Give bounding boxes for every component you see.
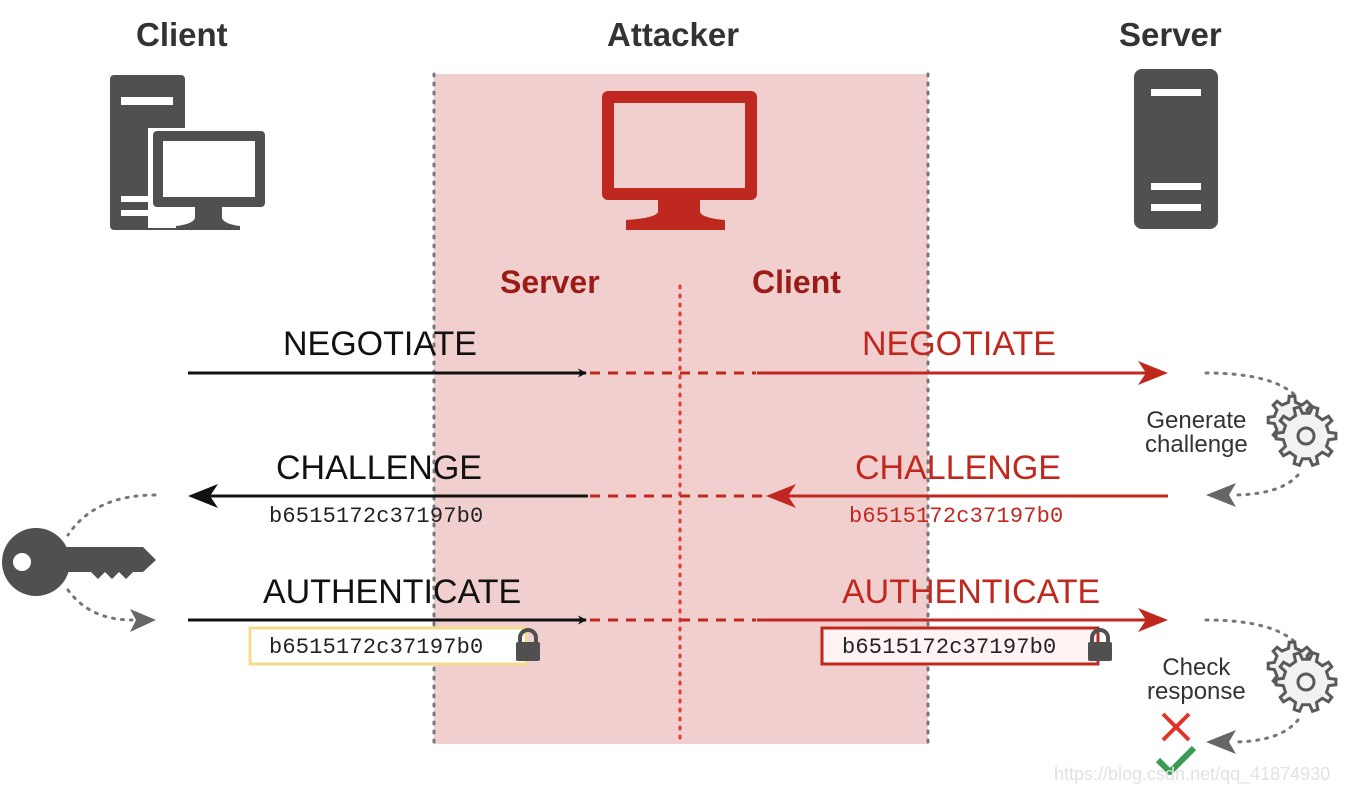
challenge-hash-attacker: b6515172c37197b0	[849, 504, 1064, 529]
authenticate-hash-attacker: b6515172c37197b0	[842, 635, 1057, 660]
key-icon	[2, 528, 156, 596]
check-dotted-curve-bottom	[1230, 718, 1300, 744]
gear-hub	[1296, 426, 1316, 446]
server-title: Server	[1119, 16, 1222, 53]
challenge-arrowhead-client	[188, 484, 218, 508]
check-dotted-curve-top	[1204, 618, 1300, 647]
authenticate-arrowhead	[1138, 608, 1168, 632]
watermark: https://blog.csdn.net/qq_41874930	[1054, 764, 1331, 784]
lock-icon	[1088, 628, 1112, 661]
key-dotted-curve-bottom	[66, 588, 134, 622]
attacker-title: Attacker	[607, 16, 740, 53]
key-dotted-curve-top	[66, 493, 157, 537]
server-tower-icon	[1134, 69, 1218, 229]
negotiate-label-client: NEGOTIATE	[283, 325, 477, 363]
check-line-2: response	[1147, 678, 1246, 705]
generate-dotted-curve-bottom	[1230, 473, 1300, 497]
gear-front	[1274, 404, 1338, 468]
gear-front	[1274, 650, 1338, 714]
cross-icon	[1161, 712, 1191, 742]
challenge-hash-client: b6515172c37197b0	[269, 504, 484, 529]
check-return-arrowhead	[1206, 730, 1236, 754]
client-title: Client	[136, 16, 228, 53]
gear-hub	[1296, 672, 1316, 692]
challenge-label-client: CHALLENGE	[276, 449, 482, 487]
gears-icon	[1266, 394, 1338, 468]
generate-line-2: challenge	[1145, 431, 1248, 458]
challenge-arrowhead-attacker	[766, 484, 796, 508]
generate-challenge-label: Generate challenge	[1145, 409, 1248, 457]
attacker-role-client: Client	[752, 264, 841, 300]
authenticate-label-attacker: AUTHENTICATE	[842, 573, 1101, 611]
monitor-icon	[602, 91, 757, 230]
authenticate-label-client: AUTHENTICATE	[263, 573, 522, 611]
gears-icon	[1266, 640, 1338, 714]
negotiate-label-attacker: NEGOTIATE	[862, 325, 1056, 363]
key-return-arrowhead	[130, 609, 156, 632]
desktop-computer-icon	[110, 75, 268, 230]
generate-line-1: Generate	[1146, 407, 1247, 434]
checkmark-icon	[1155, 745, 1197, 775]
check-response-label: Check response	[1147, 656, 1246, 704]
lock-icon	[516, 628, 540, 661]
challenge-label-attacker: CHALLENGE	[855, 449, 1061, 487]
attacker-role-server: Server	[500, 264, 600, 300]
negotiate-arrowhead	[1138, 361, 1168, 385]
client-hash-box	[248, 626, 528, 666]
authenticate-hash-client: b6515172c37197b0	[269, 635, 484, 660]
generate-dotted-curve-top	[1204, 371, 1300, 400]
generate-return-arrowhead	[1206, 483, 1236, 507]
check-line-1: Check	[1162, 654, 1231, 681]
